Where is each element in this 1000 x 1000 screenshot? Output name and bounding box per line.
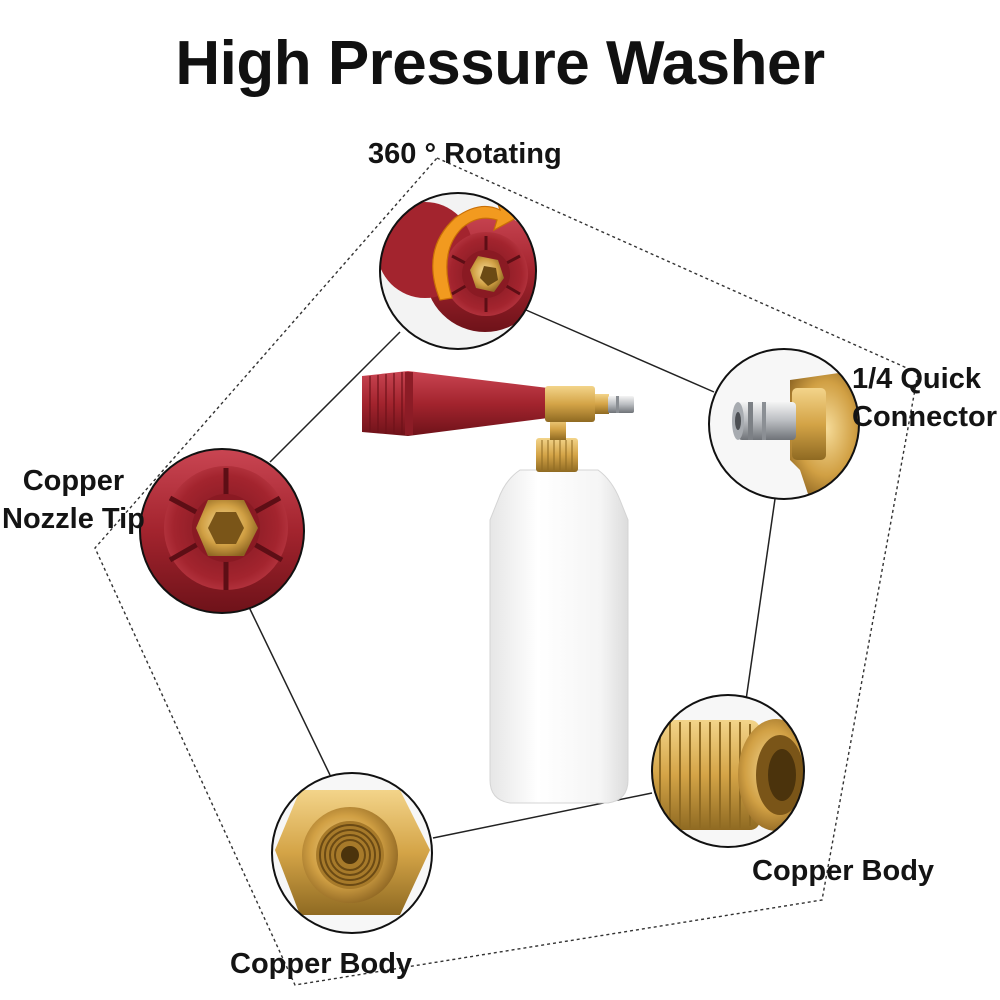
label-quick-connector-line1: 1/4 Quick xyxy=(852,363,981,395)
detail-circle-quick-connector xyxy=(708,348,860,500)
dashed-pentagon-outline xyxy=(94,157,919,986)
brass-body xyxy=(545,386,595,422)
label-nozzle-line1: Copper xyxy=(22,465,125,497)
steel-quick-connector xyxy=(608,396,634,413)
foam-bottle xyxy=(489,469,629,804)
label-quick-connector-line2: Connector xyxy=(852,401,997,433)
label-copper-body-left: Copper Body xyxy=(230,948,413,980)
label-nozzle-line2: Nozzle Tip xyxy=(2,503,145,535)
detail-circle-rotating xyxy=(379,192,537,350)
foam-cannon-product xyxy=(362,371,634,804)
label-copper-nozzle-tip: Copper Nozzle Tip xyxy=(2,462,145,538)
page-title: High Pressure Washer xyxy=(175,29,825,98)
detail-circle-nozzle-tip xyxy=(139,448,305,614)
label-360-rotating: 360 ° Rotating xyxy=(368,138,562,170)
brass-cap xyxy=(536,438,578,472)
detail-circle-copper-body-right xyxy=(651,694,805,848)
red-adjuster-body xyxy=(362,371,548,436)
label-quick-connector: 1/4 Quick Connector xyxy=(852,360,997,436)
detail-circle-copper-body-left xyxy=(271,772,433,934)
label-copper-body-right: Copper Body xyxy=(752,855,935,887)
